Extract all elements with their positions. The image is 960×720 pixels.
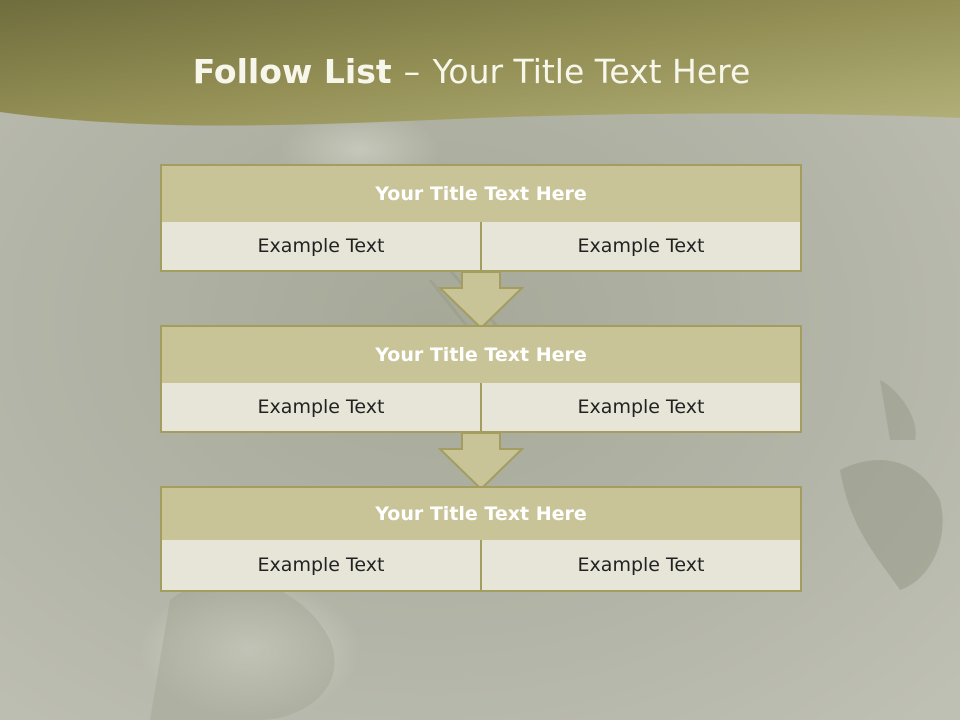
title-bold: Follow List (192, 52, 392, 91)
title-rest: Your Title Text Here (432, 52, 751, 91)
title-separator: – (403, 52, 421, 91)
step-1-cell-right: Example Text (480, 222, 800, 270)
step-1-cell-left: Example Text (162, 222, 480, 270)
header-band (0, 0, 960, 126)
step-3-cell-right: Example Text (480, 540, 800, 590)
down-arrow-icon (438, 432, 524, 490)
slide-title: Follow List– Your Title Text Here (0, 52, 943, 91)
step-3-cell-left: Example Text (162, 540, 480, 590)
step-title-1: Your Title Text Here (160, 164, 802, 224)
down-arrow-icon (438, 271, 524, 329)
step-2-cell-left: Example Text (162, 383, 480, 431)
step-title-2: Your Title Text Here (160, 325, 802, 385)
step-cells-2: Example Text Example Text (160, 383, 802, 433)
step-title-3: Your Title Text Here (160, 486, 802, 542)
step-cells-1: Example Text Example Text (160, 222, 802, 272)
step-2-cell-right: Example Text (480, 383, 800, 431)
step-cells-3: Example Text Example Text (160, 540, 802, 592)
